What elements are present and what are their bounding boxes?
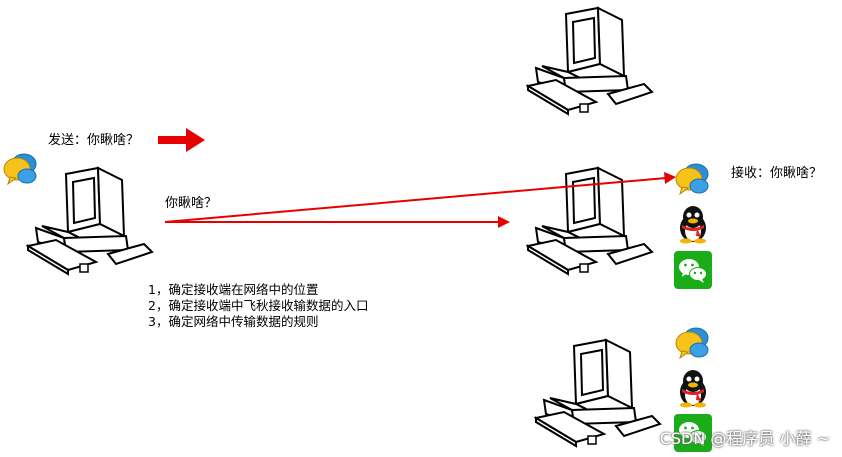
arrowhead-receiver-app	[664, 172, 676, 184]
note-item: 2，确定接收端中飞秋接收输数据的入口	[148, 298, 369, 313]
watermark: CSDN @程序员 小薛 ~	[659, 429, 830, 448]
note-item: 1，确定接收端在网络中的位置	[148, 282, 319, 297]
message-label: 你瞅啥？	[165, 196, 218, 211]
notes-list: 1，确定接收端在网络中的位置 2，确定接收端中飞秋接收输数据的入口 3，确定网络…	[148, 282, 368, 330]
arrowhead-receiver-computer	[498, 216, 510, 228]
send-label: 发送：你瞅啥？	[48, 133, 140, 148]
note-item: 3，确定网络中传输数据的规则	[148, 314, 319, 329]
message-arrow-to-receiver-app	[164, 177, 667, 223]
send-direction-arrow	[158, 128, 205, 152]
receive-label: 接收：你瞅啥？	[731, 166, 823, 181]
